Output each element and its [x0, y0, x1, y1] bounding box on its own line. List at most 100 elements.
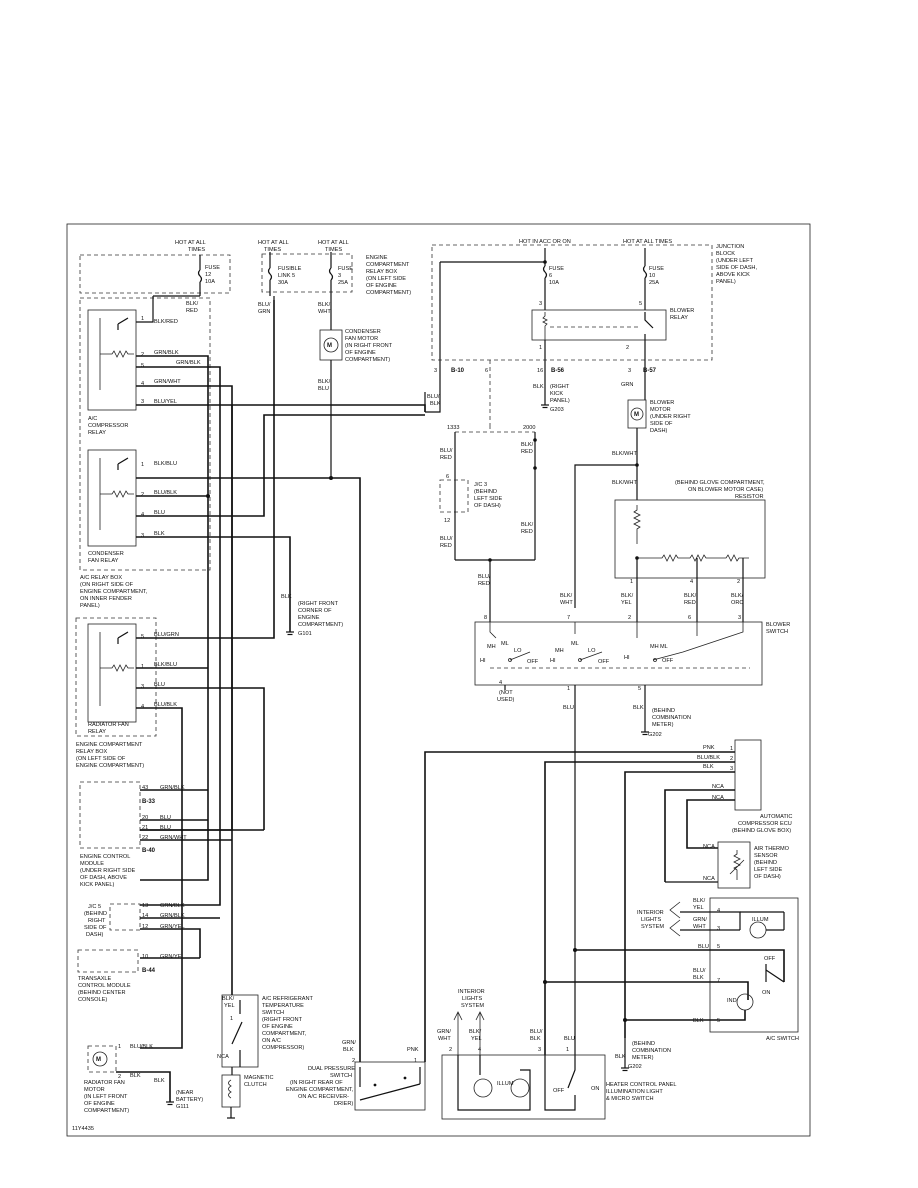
heater-control-panel: [441, 1054, 606, 1120]
svg-text:SYSTEM: SYSTEM: [641, 924, 664, 930]
svg-text:KICK: KICK: [550, 391, 563, 397]
svg-text:25A: 25A: [338, 280, 348, 286]
svg-text:SIDE OF: SIDE OF: [650, 421, 673, 427]
engine-relay-box-2: [75, 617, 157, 737]
svg-text:GRN/WHT: GRN/WHT: [160, 835, 187, 841]
hot-label-2b: TIMES: [264, 247, 281, 253]
svg-text:2: 2: [730, 756, 733, 762]
svg-text:BLK/: BLK/: [186, 301, 199, 307]
svg-text:MH: MH: [650, 644, 659, 650]
svg-text:BLK/WHT: BLK/WHT: [612, 480, 637, 486]
svg-text:G202: G202: [628, 1064, 642, 1070]
tcm-box: [77, 949, 139, 973]
ground-g202-a: (BEHIND COMBINATION METER) G202: [641, 708, 691, 738]
svg-text:FUSE: FUSE: [649, 266, 664, 272]
svg-text:DASH): DASH): [650, 428, 668, 434]
interior-lights-2-label: INTERIOR LIGHTS SYSTEM: [458, 989, 485, 1009]
svg-text:PNK: PNK: [703, 745, 715, 751]
radiator-fan-relay: [87, 623, 137, 723]
svg-text:METER): METER): [652, 722, 674, 728]
svg-text:21: 21: [142, 825, 148, 831]
svg-text:20: 20: [142, 815, 148, 821]
svg-text:BLOCK: BLOCK: [716, 251, 735, 257]
svg-text:PANEL): PANEL): [716, 279, 736, 285]
resistor-wires: 1 4 2 BLK/ WHT BLK/ YEL BLK/ RED BLK/ OR…: [560, 579, 744, 606]
svg-text:JUNCTION: JUNCTION: [716, 244, 744, 250]
svg-text:RESISTOR: RESISTOR: [735, 494, 764, 500]
svg-text:(IN RIGHT REAR OF: (IN RIGHT REAR OF: [290, 1080, 343, 1086]
svg-text:PNK: PNK: [407, 1047, 419, 1053]
svg-text:BLU/BLK: BLU/BLK: [130, 1044, 153, 1050]
panel-bulb-1: [473, 1078, 493, 1098]
svg-text:NCA: NCA: [703, 876, 715, 882]
svg-text:AUTOMATIC: AUTOMATIC: [760, 814, 792, 820]
svg-text:B-40: B-40: [142, 848, 156, 854]
svg-text:COMPARTMENT): COMPARTMENT): [366, 290, 411, 296]
ac-relay-box: [79, 297, 211, 571]
svg-text:LIGHTS: LIGHTS: [462, 996, 482, 1002]
svg-text:BLK/: BLK/: [731, 593, 744, 599]
radiator-fan-motor-label: RADIATOR FAN MOTOR (IN LEFT FRONT OF ENG…: [84, 1080, 129, 1114]
condenser-fan-relay: [87, 449, 137, 547]
svg-text:GRN: GRN: [258, 309, 270, 315]
svg-text:ON: ON: [762, 990, 770, 996]
svg-text:ML: ML: [501, 641, 509, 647]
svg-text:BLK/: BLK/: [222, 996, 235, 1002]
svg-text:CONTROL MODULE: CONTROL MODULE: [78, 983, 131, 989]
svg-text:PANEL): PANEL): [550, 398, 570, 404]
svg-text:BLU/: BLU/: [478, 574, 491, 580]
svg-text:PANEL): PANEL): [80, 603, 100, 609]
ac-switch-box: [709, 897, 799, 1033]
svg-text:25A: 25A: [649, 280, 659, 286]
svg-text:SENSOR: SENSOR: [754, 853, 778, 859]
svg-text:FUSIBLE: FUSIBLE: [278, 266, 302, 272]
svg-text:RELAY: RELAY: [88, 430, 106, 436]
svg-text:BLU/GRN: BLU/GRN: [154, 632, 179, 638]
svg-text:GRN/YEL: GRN/YEL: [160, 954, 185, 960]
svg-text:(RIGHT: (RIGHT: [550, 384, 570, 390]
svg-text:INTERIOR: INTERIOR: [458, 989, 485, 995]
svg-text:HEATER CONTROL PANEL: HEATER CONTROL PANEL: [606, 1082, 676, 1088]
condenser-fan-motor-label: CONDENSER FAN MOTOR (IN RIGHT FRONT OF E…: [345, 329, 393, 363]
svg-text:WHT: WHT: [438, 1036, 451, 1042]
svg-text:(BEHIND CENTER: (BEHIND CENTER: [78, 990, 126, 996]
svg-text:4: 4: [478, 1047, 481, 1053]
svg-text:INTERIOR: INTERIOR: [637, 910, 664, 916]
svg-text:A/C RELAY BOX: A/C RELAY BOX: [80, 575, 122, 581]
svg-text:BLU/: BLU/: [440, 536, 453, 542]
svg-text:OF DASH): OF DASH): [754, 874, 781, 880]
svg-text:WHT: WHT: [560, 600, 573, 606]
svg-text:5: 5: [717, 1018, 720, 1024]
svg-text:BLU/: BLU/: [693, 968, 706, 974]
svg-text:(UNDER RIGHT SIDE: (UNDER RIGHT SIDE: [80, 868, 135, 874]
ind-bulb: [736, 993, 754, 1011]
svg-text:BLU/BLK: BLU/BLK: [697, 755, 720, 761]
svg-text:ENGINE COMPARTMENT): ENGINE COMPARTMENT): [76, 763, 144, 769]
svg-text:(BEHIND: (BEHIND: [84, 911, 107, 917]
svg-text:12: 12: [142, 924, 148, 930]
svg-text:RELAY BOX: RELAY BOX: [76, 749, 107, 755]
svg-text:RED: RED: [684, 600, 696, 606]
svg-text:OFF: OFF: [527, 659, 539, 665]
svg-text:(ON LEFT SIDE: (ON LEFT SIDE: [366, 276, 406, 282]
svg-text:BLK/: BLK/: [621, 593, 634, 599]
svg-text:14: 14: [142, 913, 148, 919]
svg-text:4: 4: [141, 381, 144, 387]
radiator-fan-motor: [87, 1045, 117, 1073]
ecm-box: [79, 781, 141, 849]
svg-text:BLK/: BLK/: [560, 593, 573, 599]
svg-text:1: 1: [630, 579, 633, 585]
svg-text:ML: ML: [660, 644, 668, 650]
svg-text:3: 3: [338, 273, 341, 279]
svg-text:RED: RED: [440, 543, 452, 549]
ac-compressor-relay: [87, 309, 137, 411]
engine-relay-box-label: ENGINE COMPARTMENT RELAY BOX (ON LEFT SI…: [366, 255, 411, 296]
svg-text:KICK PANEL): KICK PANEL): [80, 882, 115, 888]
svg-text:CLUTCH: CLUTCH: [244, 1082, 267, 1088]
svg-text:A/C REFRIGERANT: A/C REFRIGERANT: [262, 996, 314, 1002]
svg-text:BLU: BLU: [160, 825, 171, 831]
svg-text:COMPRESSOR: COMPRESSOR: [88, 423, 128, 429]
svg-text:YEL: YEL: [224, 1003, 235, 1009]
svg-text:ENGINE COMPARTMENT: ENGINE COMPARTMENT: [76, 742, 143, 748]
svg-text:10: 10: [142, 954, 148, 960]
